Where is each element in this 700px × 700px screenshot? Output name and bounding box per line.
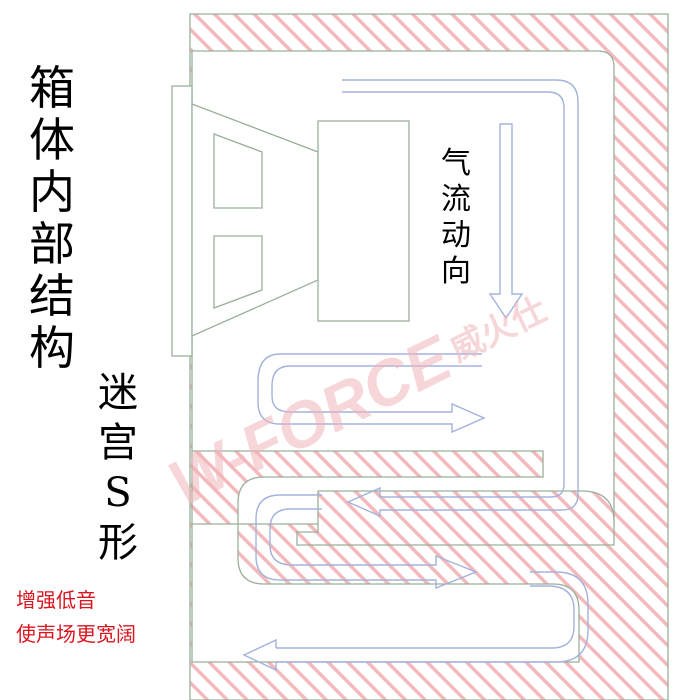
maze-divider: [296, 490, 615, 546]
airflow-arrows: [242, 79, 589, 672]
driver-mount-plate: [171, 85, 193, 357]
airflow-direction-label: 气 流 动 向: [434, 146, 478, 290]
arrow-upper-loop: [257, 353, 486, 434]
title-char: 箱: [29, 61, 75, 115]
speaker-magnet: [317, 120, 410, 322]
watermark-text: W-FORCE: [158, 321, 464, 520]
airflow-char: 流: [441, 182, 471, 217]
soundstage-note: 使声场更宽阔: [16, 622, 136, 646]
arrow-top-channel-inner: [342, 91, 565, 498]
bass-boost-note: 增强低音: [16, 588, 96, 612]
maze-char: 迷: [98, 370, 138, 416]
cabinet-structure-title: 箱 体 内 部 结 构: [22, 62, 82, 374]
arrow-lower-loop: [276, 571, 589, 663]
airflow-char: 动: [441, 218, 471, 253]
airflow-char: 气: [441, 146, 471, 181]
title-char: 部: [29, 217, 75, 271]
arrow-exit-left: [242, 638, 277, 672]
cone-window-top: [213, 133, 263, 209]
arrow-left-mid: [346, 486, 480, 518]
watermark-chinese: 威火仕: [444, 290, 553, 371]
maze-s-label: 迷 宫 S 形: [88, 368, 148, 568]
arrow-top-channel: [342, 79, 579, 511]
speaker-cone: [191, 103, 319, 338]
arrow-down: [488, 123, 524, 320]
title-char: 构: [29, 321, 75, 375]
title-char: 体: [29, 113, 75, 167]
title-char: 内: [29, 165, 75, 219]
arrow-lower-loop-inner: [276, 585, 575, 649]
title-char: 结: [29, 269, 75, 323]
maze-char: S: [104, 470, 132, 516]
arrow-s-curve: [255, 494, 478, 590]
airflow-char: 向: [441, 254, 471, 289]
maze-char: 形: [98, 520, 138, 566]
cone-window-bottom: [213, 235, 263, 309]
maze-char: 宫: [98, 420, 138, 466]
